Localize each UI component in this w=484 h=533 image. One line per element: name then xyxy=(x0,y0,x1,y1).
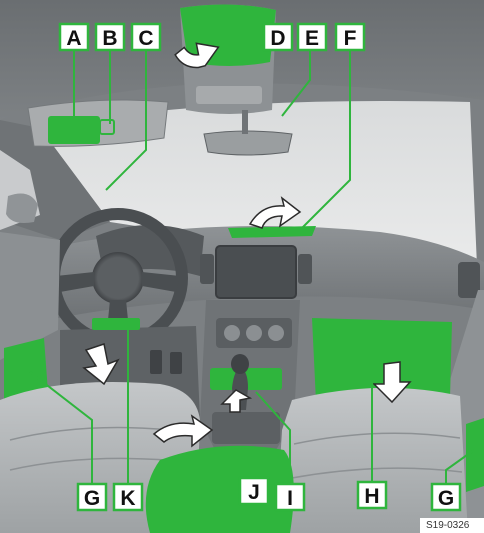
callout-g-left-text: G xyxy=(84,487,100,510)
callout-d-text: D xyxy=(270,27,285,50)
callout-e: E xyxy=(298,24,326,50)
climate-knob-right xyxy=(268,325,284,341)
pedal-2 xyxy=(170,352,182,374)
callout-k: K xyxy=(114,484,142,510)
steering-hub xyxy=(92,252,144,304)
callout-h: H xyxy=(358,482,386,508)
pedal-1 xyxy=(150,350,162,374)
under-wheel-storage xyxy=(92,318,140,330)
callout-c: C xyxy=(132,24,160,50)
callout-j-text: J xyxy=(248,481,260,504)
gear-knob xyxy=(231,354,249,374)
climate-knob-mid xyxy=(246,325,262,341)
mirror-stem xyxy=(242,110,248,134)
callout-i-text: I xyxy=(287,487,293,510)
callout-f: F xyxy=(336,24,364,50)
cupholder-area xyxy=(212,412,280,444)
callout-b: B xyxy=(96,24,124,50)
callout-a-text: A xyxy=(66,27,81,50)
overhead-light-panel xyxy=(196,86,262,104)
callout-g-right: G xyxy=(432,484,460,510)
callout-h-text: H xyxy=(364,485,379,508)
callout-a: A xyxy=(60,24,88,50)
air-vent-center-right xyxy=(298,254,312,284)
air-vent-right xyxy=(458,262,480,298)
callout-c-text: C xyxy=(138,27,153,50)
callout-k-text: K xyxy=(120,487,135,510)
figure-id: S19-0326 xyxy=(420,518,484,533)
callout-i: I xyxy=(276,484,304,510)
callout-g-right-text: G xyxy=(438,487,454,510)
callout-b-text: B xyxy=(102,27,117,50)
callout-e-text: E xyxy=(305,27,319,50)
vanity-mirror-compartment xyxy=(48,116,100,144)
infotainment-screen xyxy=(216,246,296,298)
callout-g-left: G xyxy=(78,484,106,510)
callout-d: D xyxy=(264,24,292,50)
climate-knob-left xyxy=(224,325,240,341)
callout-j: J xyxy=(240,478,268,504)
callout-f-text: F xyxy=(344,27,357,50)
air-vent-center-left xyxy=(200,254,214,284)
rear-view-mirror xyxy=(204,131,292,155)
